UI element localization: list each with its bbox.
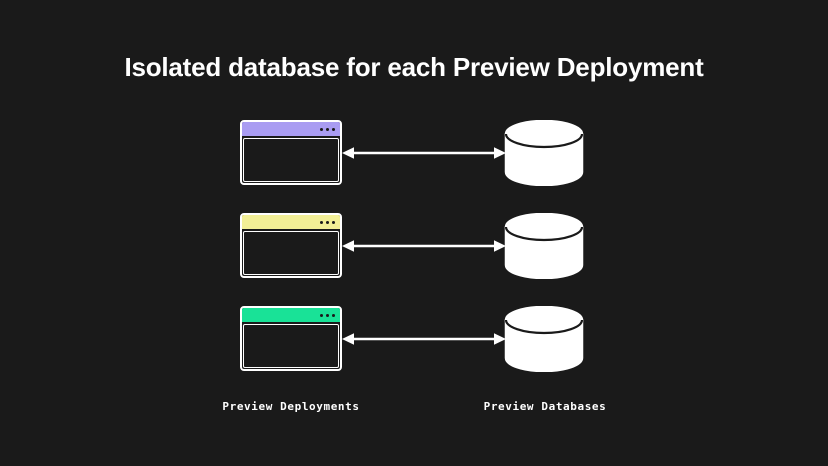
window-content-area-3 (243, 324, 339, 368)
double-arrow-icon (342, 147, 506, 159)
diagram-row (0, 120, 828, 214)
double-arrow-icon (342, 333, 506, 345)
window-titlebar-3 (242, 308, 340, 322)
preview-deployment-window-3[interactable] (240, 306, 342, 371)
window-dot (320, 127, 323, 131)
window-dots-icon (320, 127, 335, 131)
window-dot (332, 220, 335, 224)
preview-deployment-window-1[interactable] (240, 120, 342, 185)
preview-deployments-label: Preview Deployments (222, 400, 360, 413)
diagram-row (0, 213, 828, 307)
window-titlebar-1 (242, 122, 340, 136)
double-arrow-icon (342, 240, 506, 252)
window-dots-icon (320, 220, 335, 224)
window-content-area-1 (243, 138, 339, 182)
window-dot (326, 220, 329, 224)
window-dot (332, 127, 335, 131)
diagram-row (0, 306, 828, 400)
window-dot (320, 313, 323, 317)
window-dot (332, 313, 335, 317)
database-cylinder-icon (504, 213, 584, 279)
window-dot (320, 220, 323, 224)
window-content-area-2 (243, 231, 339, 275)
window-dot (326, 127, 329, 131)
page-title: Isolated database for each Preview Deplo… (124, 52, 704, 82)
preview-deployment-window-2[interactable] (240, 213, 342, 278)
window-titlebar-2 (242, 215, 340, 229)
preview-databases-label: Preview Databases (483, 400, 607, 413)
window-dots-icon (320, 313, 335, 317)
database-cylinder-icon (504, 120, 584, 186)
window-dot (326, 313, 329, 317)
database-cylinder-icon (504, 306, 584, 372)
